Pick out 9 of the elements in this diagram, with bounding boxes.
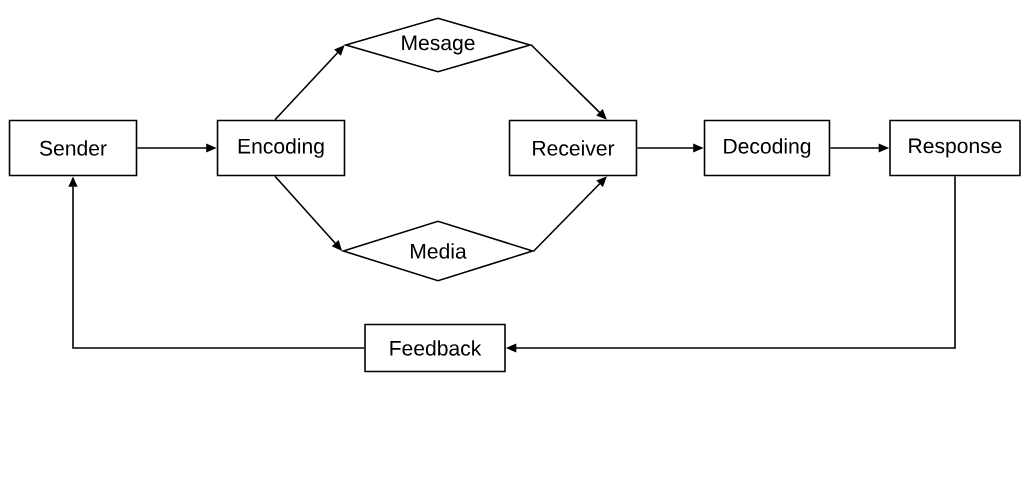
process-box: Sender: [8, 119, 138, 177]
process-box: Decoding: [703, 119, 831, 177]
process-box: Feedback: [364, 323, 506, 373]
process-box: Encoding: [216, 119, 346, 177]
arrow: [530, 44, 607, 120]
process-box: Receiver: [508, 119, 638, 177]
arrow: [274, 45, 345, 121]
arrow: [533, 176, 607, 252]
process-box: Response: [889, 119, 1021, 177]
